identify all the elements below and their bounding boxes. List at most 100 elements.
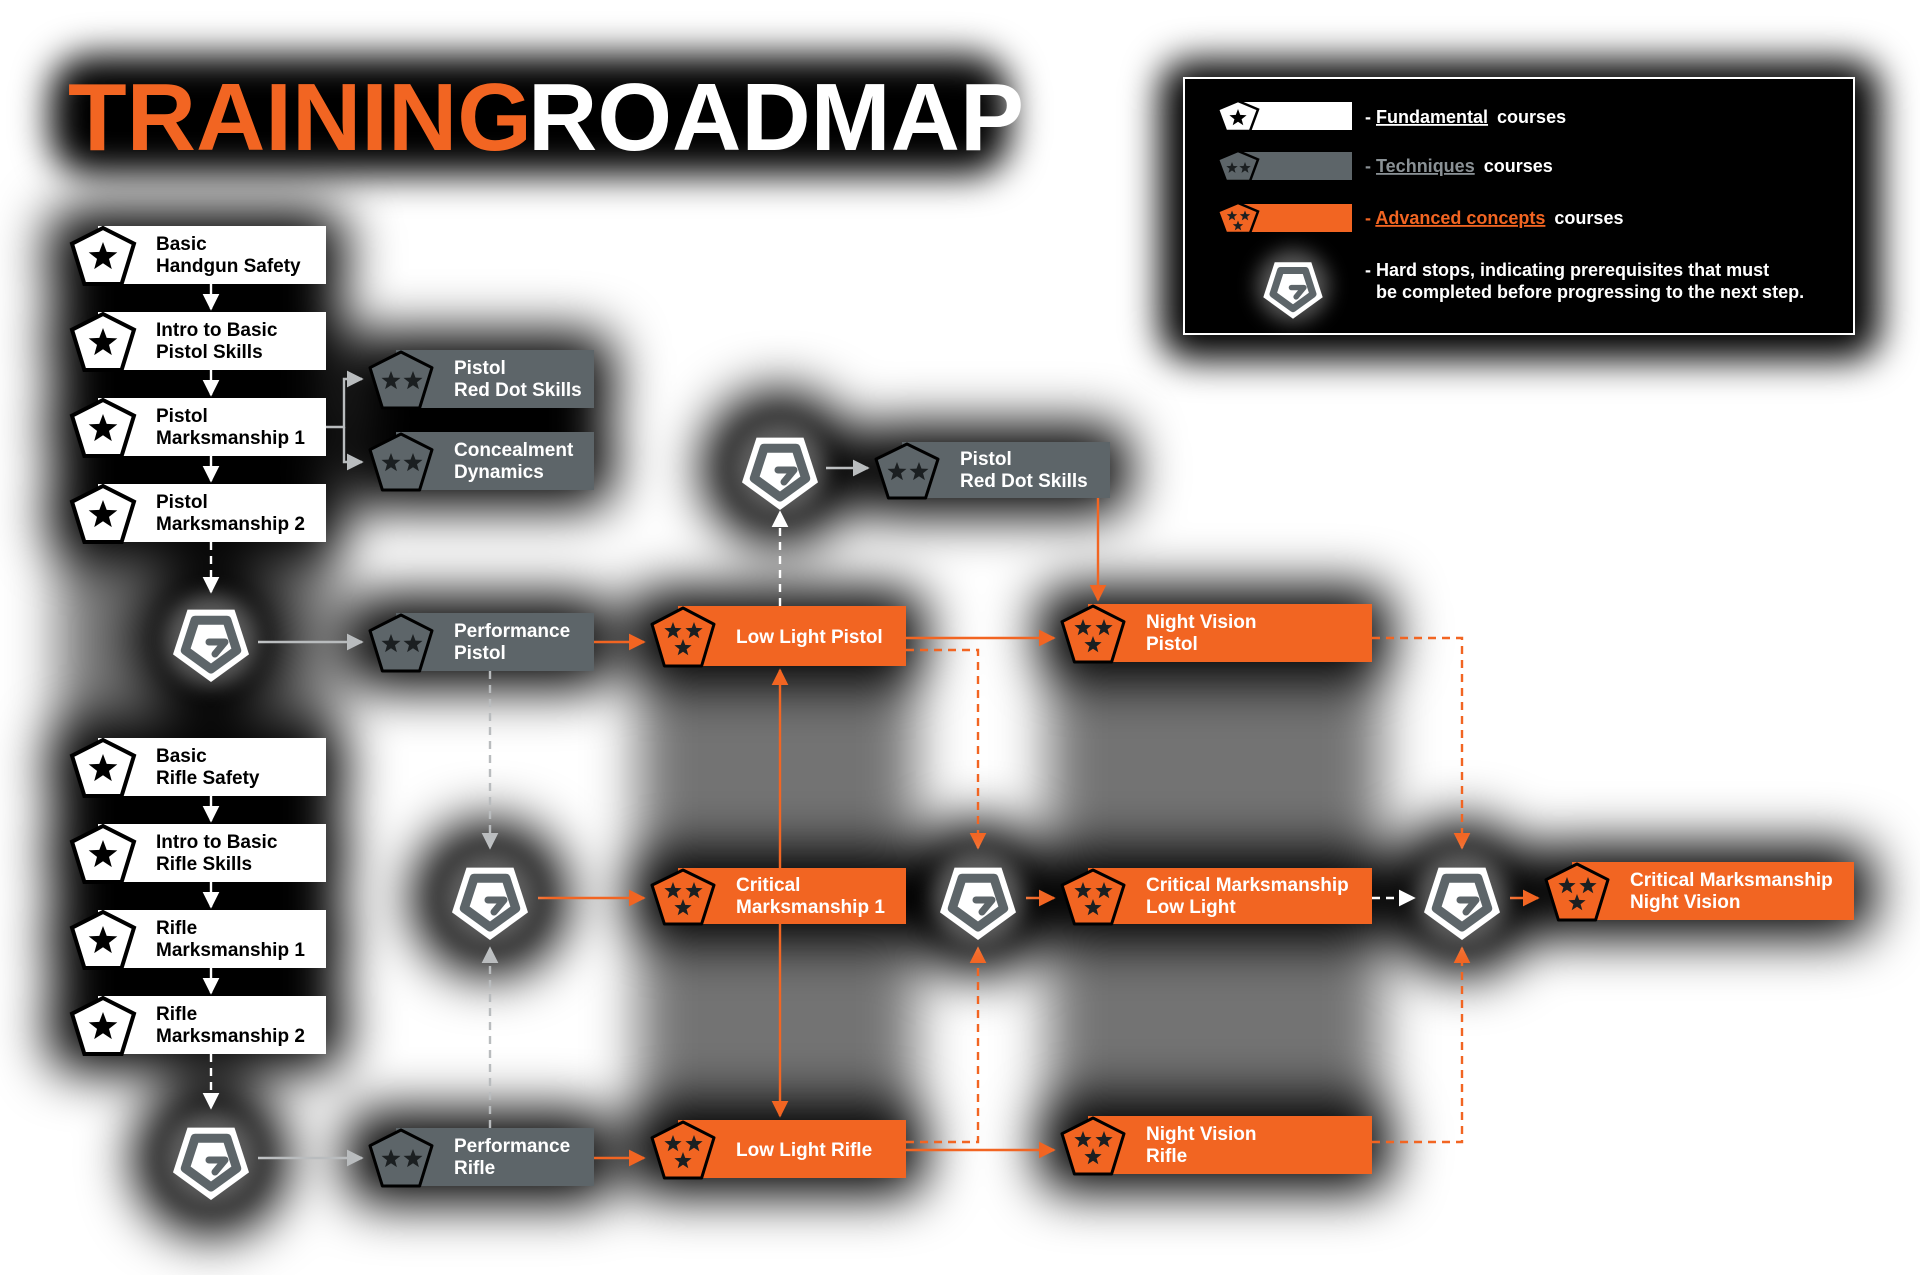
hardstop-g-mark xyxy=(1269,266,1317,313)
hardstop-g-bar xyxy=(205,638,229,658)
hardstop-g-mark xyxy=(180,1133,242,1192)
legend-icons xyxy=(1216,99,1352,322)
course-label-line: Red Dot Skills xyxy=(960,471,1088,492)
course-card xyxy=(98,738,326,796)
tier-badge-outline xyxy=(69,483,137,544)
connector-arrow xyxy=(326,370,364,429)
connector-arrow xyxy=(1372,636,1471,850)
course-low-light-pistol[interactable]: Low Light Pistol xyxy=(650,606,906,668)
course-card xyxy=(98,824,326,882)
legend-badge-icon xyxy=(1216,149,1260,183)
legend-hardstop-line1: - Hard stops, indicating prerequisites t… xyxy=(1365,260,1769,280)
legend-dash: - xyxy=(1365,260,1371,280)
star-icon xyxy=(1095,619,1113,636)
star-icon xyxy=(1229,109,1247,126)
legend-fundamental-rest: courses xyxy=(1497,107,1566,127)
star-icon xyxy=(1232,220,1244,231)
star-icon xyxy=(664,882,682,899)
course-card xyxy=(98,398,326,456)
connector-arrow xyxy=(906,946,987,1144)
course-label-line: Handgun Safety xyxy=(156,256,301,277)
legend-advanced: - Advanced concepts courses xyxy=(1365,208,1623,228)
tier-badge-outline xyxy=(69,225,137,286)
course-card xyxy=(1088,604,1372,662)
course-label-line: Pistol Skills xyxy=(156,342,263,363)
course-label-line: Intro to Basic xyxy=(156,832,278,853)
course-low-light-rifle[interactable]: Low Light Rifle xyxy=(650,1120,906,1180)
course-card xyxy=(98,996,326,1054)
star-icon xyxy=(1226,210,1238,221)
hardstop-g-mark xyxy=(1431,873,1493,932)
course-label-line: Low Light Rifle xyxy=(736,1140,872,1161)
hardstop-rifle-icon xyxy=(165,1112,257,1204)
connector-arrow xyxy=(342,427,364,471)
legend-advanced-rest: courses xyxy=(1554,208,1623,228)
hardstop-g-mark xyxy=(749,443,811,502)
star-icon xyxy=(685,622,703,639)
star-icon xyxy=(664,622,682,639)
course-label-line: Basic xyxy=(156,746,207,767)
hardstop-critical-1-icon xyxy=(444,852,536,944)
tier-badge-icon xyxy=(1060,1116,1126,1176)
course-label-line: Intro to Basic xyxy=(156,320,278,341)
course-label: Low Light Pistol xyxy=(736,627,883,648)
hardstop-g-bar xyxy=(1456,896,1480,916)
star-icon xyxy=(88,414,118,442)
legend-techniques: - Techniques courses xyxy=(1365,156,1553,176)
legend-hardstop-text1: Hard stops, indicating prerequisites tha… xyxy=(1376,260,1769,280)
course-label-line: Rifle xyxy=(454,1158,495,1179)
connector-arrow xyxy=(906,648,987,850)
course-label-line: Pistol xyxy=(454,643,506,664)
legend-badge-icon xyxy=(1216,201,1260,235)
star-icon xyxy=(1239,210,1251,221)
course-card xyxy=(98,910,326,968)
tier-badge-icon xyxy=(1060,604,1126,664)
star-icon xyxy=(88,500,118,528)
course-card xyxy=(1572,862,1854,920)
legend-advanced-highlight: Advanced concepts xyxy=(1375,208,1545,228)
tier-badge-icon xyxy=(368,432,434,492)
course-label-line: Marksmanship 1 xyxy=(156,428,305,449)
title-part-training: TRAINING xyxy=(68,64,532,171)
star-icon xyxy=(381,1149,401,1168)
course-card xyxy=(678,868,906,924)
connector-arrow xyxy=(1372,946,1471,1144)
star-icon xyxy=(88,242,118,270)
tier-badge-outline xyxy=(69,737,137,798)
star-icon xyxy=(1095,882,1113,899)
tier-badge-outline xyxy=(69,311,137,372)
star-icon xyxy=(381,371,401,390)
legend-techniques-rest: courses xyxy=(1484,156,1553,176)
course-label-line: Red Dot Skills xyxy=(454,380,582,401)
tier-badge-icon xyxy=(650,868,716,926)
star-icon xyxy=(685,1135,703,1152)
course-label-line: Marksmanship 1 xyxy=(736,897,885,918)
course-card xyxy=(678,1120,906,1178)
course-label-line: Performance xyxy=(454,621,570,642)
legend-fundamental-highlight: Fundamental xyxy=(1376,107,1488,127)
